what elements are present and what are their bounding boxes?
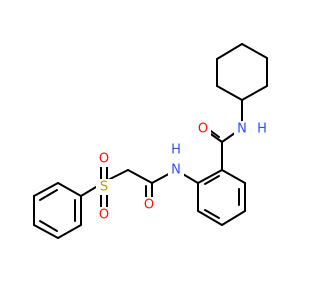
atom-nitrogen-mid: N: [168, 162, 184, 178]
atom-label: H: [171, 143, 181, 158]
atom-oxygen-sulfonyl-bottom: O: [96, 207, 112, 223]
atom-label: O: [198, 122, 208, 137]
atom-oxygen-mid: O: [141, 197, 157, 213]
chemical-structure-diagram: N H O H N O S O O: [33, 43, 270, 239]
amide-linkage-middle: [127, 169, 199, 209]
atom-label: N: [171, 163, 181, 178]
atom-sulfur: S: [96, 179, 112, 195]
atom-hydrogen-top: H: [256, 121, 270, 137]
atom-label: O: [99, 152, 109, 167]
atom-label: S: [100, 180, 108, 195]
atom-label: H: [257, 122, 267, 137]
atom-oxygen-sulfonyl-top: O: [96, 151, 112, 167]
phenyl-ring: [33, 182, 82, 239]
atom-label: O: [99, 208, 109, 223]
atom-oxygen-top: O: [195, 121, 211, 137]
atom-label: N: [237, 122, 247, 137]
atom-nitrogen-top: N: [234, 121, 250, 137]
central-benzene-ring: [197, 169, 246, 226]
atom-label: O: [144, 198, 154, 213]
cyclohexyl-ring: [216, 43, 268, 101]
atom-hydrogen-mid: H: [169, 142, 183, 158]
